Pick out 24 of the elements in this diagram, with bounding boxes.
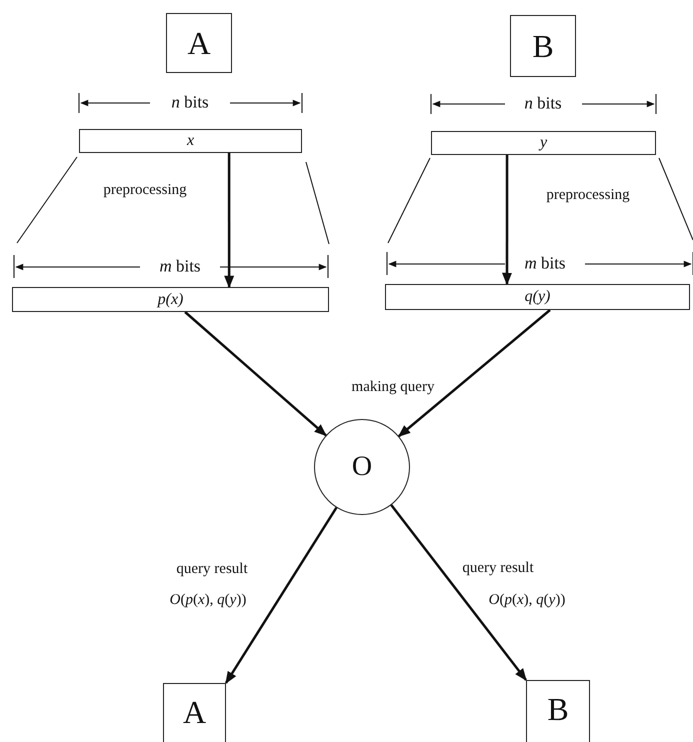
bit-string-box (431, 131, 656, 155)
party-box (510, 15, 576, 77)
party-box (163, 683, 226, 742)
bit-string-box (385, 284, 690, 310)
node-label: A (187, 27, 211, 59)
arrow (184, 311, 327, 436)
node-label: B (547, 693, 569, 725)
node-label: O (352, 453, 372, 481)
arrow (224, 153, 234, 288)
party-box (526, 680, 590, 742)
node-label: B (532, 30, 554, 62)
arrow (398, 309, 551, 438)
node-label: x (186, 133, 194, 149)
node-label: p(x) (158, 292, 184, 308)
bit-string-box (12, 287, 329, 312)
node-label: y (540, 135, 548, 151)
arrow (502, 155, 512, 286)
party-box (166, 13, 232, 73)
node-label: A (182, 696, 206, 728)
bit-string-box (79, 129, 302, 153)
arrow (224, 506, 338, 684)
arrow (390, 504, 527, 681)
oracle-circle (314, 419, 410, 515)
node-label: q(y) (524, 289, 550, 305)
